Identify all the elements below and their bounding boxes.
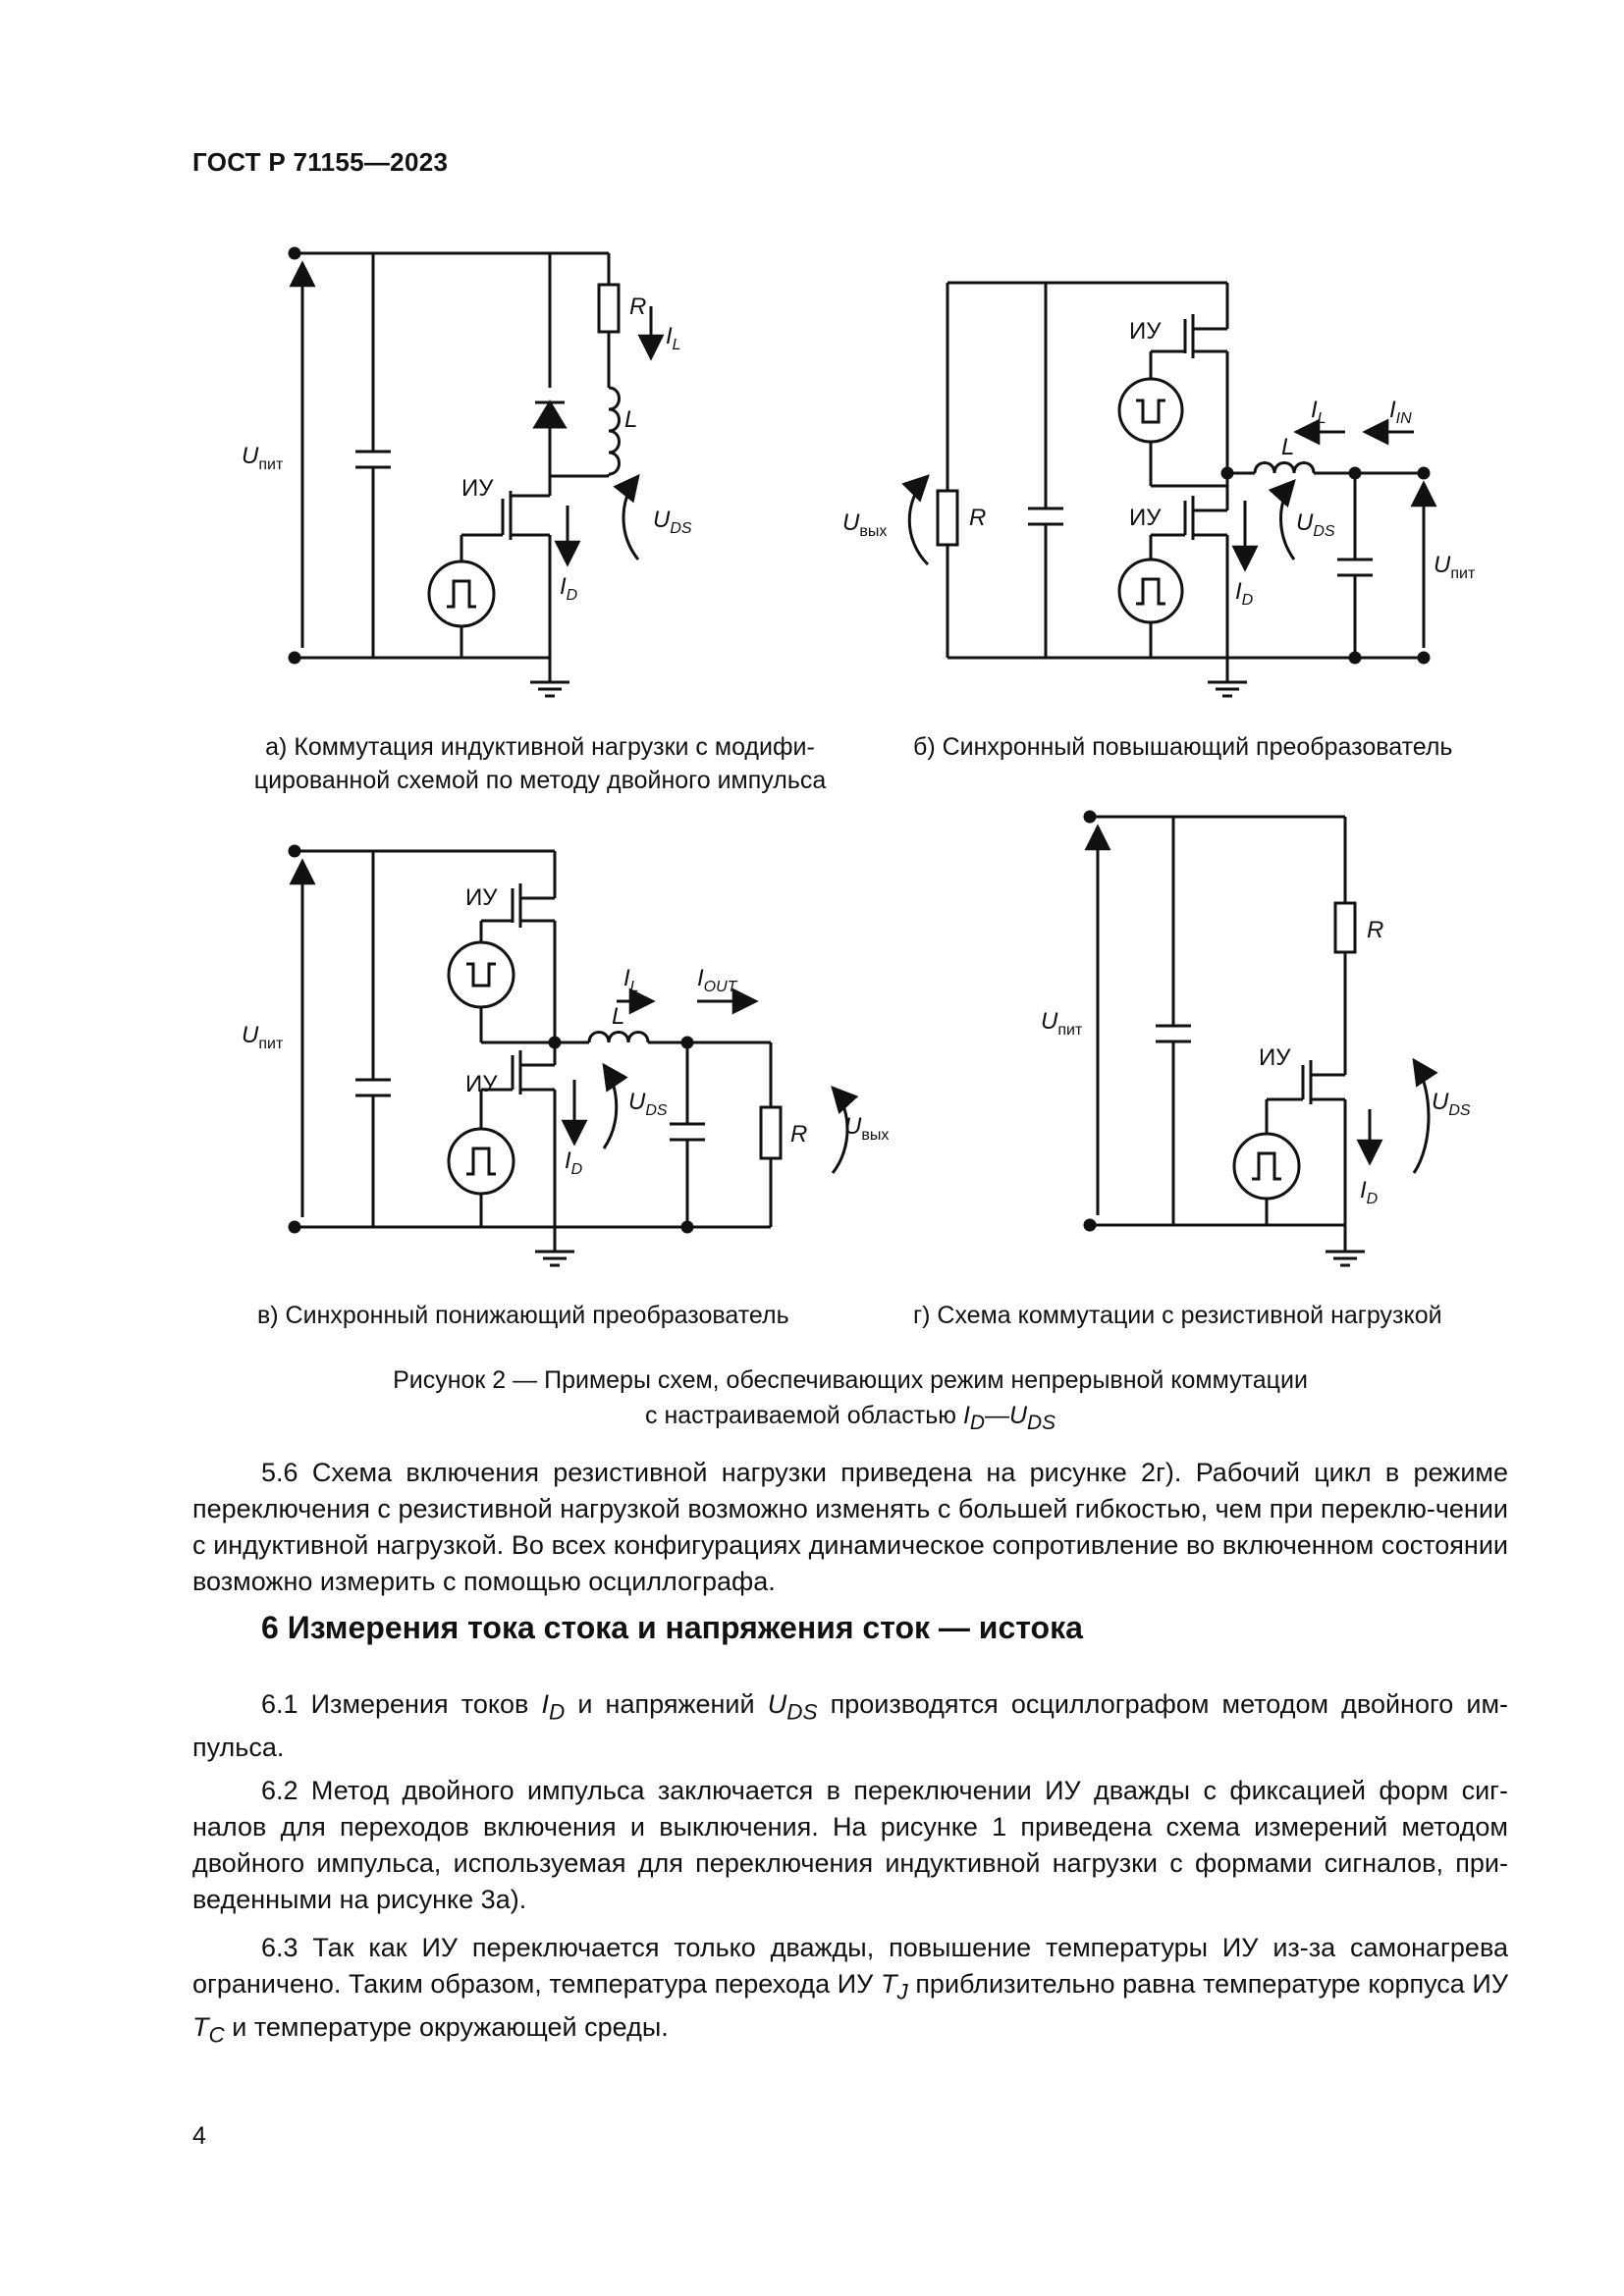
label-r-a: R (629, 294, 646, 320)
caption-b: б) Синхронный повышающий преобразователь (913, 733, 1453, 761)
label-iu-v1: ИУ (465, 884, 498, 911)
label-uds-g: UDS (1432, 1089, 1471, 1119)
circuit-a (288, 246, 665, 698)
caption-a-line1: а) Коммутация индуктивной нагрузки с мод… (265, 733, 815, 761)
label-iu-b1: ИУ (1129, 318, 1162, 345)
circuit-b (901, 281, 1437, 698)
paragraph-6-2: 6.2 Метод двойного импульса заключается … (192, 1776, 1508, 1914)
circuit-v (288, 844, 859, 1267)
label-iin-b: IIN (1389, 397, 1412, 427)
label-uvyh-b: Uвых (842, 509, 887, 540)
label-id-v: ID (565, 1148, 583, 1178)
caption-a-line2: цированной схемой по методу двойного имп… (253, 767, 827, 794)
label-uvyh-v: Uвых (844, 1113, 889, 1144)
label-iu-g: ИУ (1259, 1044, 1291, 1071)
caption-g: г) Схема коммутации с резистивной нагруз… (913, 1302, 1442, 1329)
label-il-v: IL (623, 965, 639, 995)
label-il-b: IL (1311, 397, 1326, 427)
label-u-g: Uпит (1041, 1008, 1083, 1039)
caption-a: а) Коммутация индуктивной нагрузки с мод… (245, 730, 835, 797)
figure-caption-line1: Рисунок 2 — Примеры схем, обеспечивающих… (393, 1366, 1308, 1394)
label-uds-v: UDS (628, 1089, 668, 1119)
label-l-v: L (612, 1003, 624, 1030)
label-u-a: Uпит (242, 443, 284, 473)
label-r-b: R (969, 505, 986, 531)
label-u-b: Uпит (1434, 552, 1476, 582)
document-header: ГОСТ Р 71155—2023 (192, 147, 449, 177)
label-iu-v2: ИУ (465, 1071, 498, 1097)
figure-caption-line2: с настраиваемой областью ID—UDS (645, 1402, 1056, 1434)
label-uds-a: UDS (653, 507, 692, 537)
label-id-a: ID (560, 573, 578, 604)
label-id-g: ID (1360, 1177, 1379, 1207)
label-r-g: R (1367, 917, 1383, 943)
label-uds-b: UDS (1296, 509, 1335, 540)
label-r-v: R (790, 1121, 807, 1148)
label-il-a: IL (666, 323, 681, 353)
label-iu-a: ИУ (461, 475, 494, 502)
label-l-b: L (1281, 434, 1294, 460)
label-u-v: Uпит (242, 1022, 284, 1052)
label-id-b: ID (1235, 578, 1254, 609)
section-heading-6: 6 Измерения тока стока и напряжения сток… (261, 1610, 1083, 1645)
circuit-g (1083, 810, 1438, 1267)
label-iout-v: IOUT (697, 965, 738, 995)
caption-v: в) Синхронный понижающий преобразователь (257, 1302, 789, 1329)
page-number: 4 (192, 2122, 206, 2150)
label-l-a: L (624, 406, 637, 433)
paragraph-6-1: 6.1 Измерения токов ID и напряжений UDS … (192, 1689, 1509, 1763)
figure-caption: Рисунок 2 — Примеры схем, обеспечивающих… (192, 1362, 1508, 1441)
figure-2-circuits: Uпит R IL L ИУ UDS ID ИУ ИУ R Uвых IL II… (242, 246, 1476, 1267)
paragraph-5-6: 5.6 Схема включения резистивной нагрузки… (192, 1458, 1508, 1596)
label-iu-b2: ИУ (1129, 505, 1162, 531)
paragraph-6-3: 6.3 Так как ИУ переключается только дваж… (192, 1933, 1508, 2048)
